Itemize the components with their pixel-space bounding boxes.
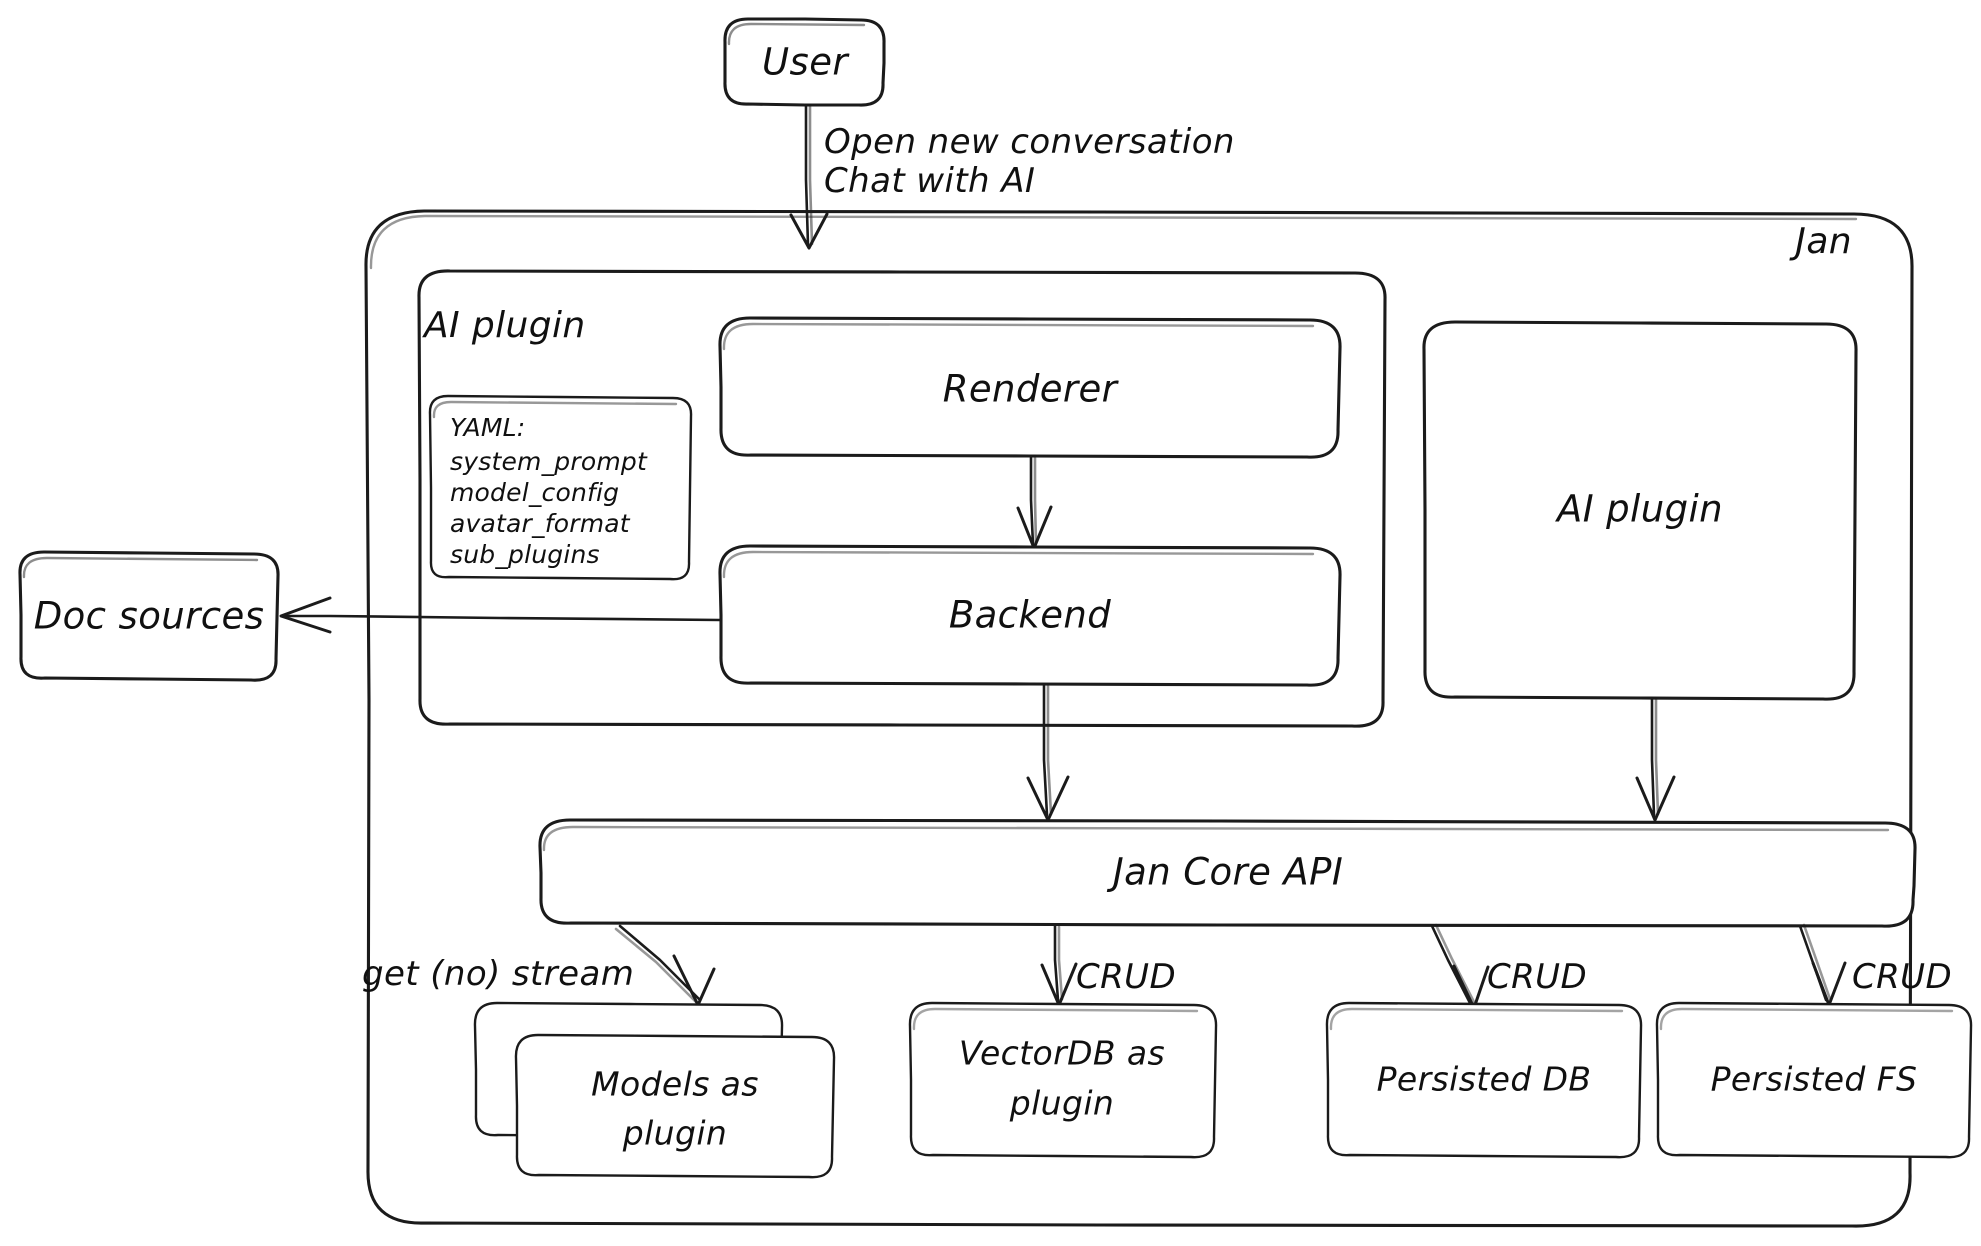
yaml-note[interactable]: YAML: system_prompt model_config avatar_… [428,394,693,581]
yaml-note-header: YAML: [450,413,525,442]
node-renderer[interactable]: Renderer [718,316,1342,459]
edge-api-to-models: get (no) stream [362,924,716,1007]
edge-label-crud-vectordb: CRUD [1076,957,1176,997]
node-persisted-fs-label: Persisted FS [1711,1060,1918,1099]
container-ai-plugin-group-label: AI plugin [422,305,586,346]
node-vectordb-plugin-label-line2: plugin [1009,1084,1114,1123]
node-user[interactable]: User [723,17,886,107]
yaml-note-item-system-prompt: system_prompt [450,447,648,476]
node-jan-core-api-label: Jan Core API [1106,851,1343,894]
node-models-plugin-label-line1: Models as [591,1065,759,1104]
node-backend-label: Backend [949,594,1111,637]
container-jan-label: Jan [1789,221,1852,262]
node-models-plugin-label-line2: plugin [622,1114,727,1153]
node-persisted-db-label: Persisted DB [1377,1060,1592,1099]
node-persisted-db[interactable]: Persisted DB [1325,1001,1643,1159]
yaml-note-item-model-config: model_config [450,478,619,507]
node-vectordb-plugin[interactable]: VectorDB as plugin [908,1001,1218,1159]
node-backend[interactable]: Backend [718,544,1342,687]
node-persisted-fs[interactable]: Persisted FS [1655,1001,1973,1159]
node-ai-plugin-right[interactable]: AI plugin [1422,320,1858,701]
yaml-note-item-sub-plugins: sub_plugins [450,540,600,569]
edge-label-crud-persisted-db: CRUD [1487,957,1587,997]
edge-label-crud-persisted-fs: CRUD [1852,957,1952,997]
edge-label-open-new-conversation: Open new conversation [824,122,1235,162]
edge-ai-plugin-to-jan-core-api [1635,697,1676,822]
edge-user-to-renderer: Open new conversation Chat with AI [789,103,1235,250]
node-vectordb-plugin-label-line1: VectorDB as [959,1034,1165,1073]
edge-label-chat-with-ai: Chat with AI [824,161,1035,201]
node-doc-sources[interactable]: Doc sources [18,550,280,682]
node-user-label: User [762,41,850,84]
node-jan-core-api[interactable]: Jan Core API [538,818,1917,928]
yaml-note-item-avatar-format: avatar_format [450,509,631,538]
edge-api-to-persisted-fs: CRUD [1798,923,1952,1007]
node-models-plugin[interactable]: Models as plugin [473,1001,836,1179]
node-doc-sources-label: Doc sources [34,595,265,638]
edge-backend-to-doc-sources [279,596,722,634]
node-renderer-label: Renderer [943,368,1120,411]
node-ai-plugin-right-label: AI plugin [1555,488,1723,531]
edge-label-get-no-stream: get (no) stream [362,954,634,994]
